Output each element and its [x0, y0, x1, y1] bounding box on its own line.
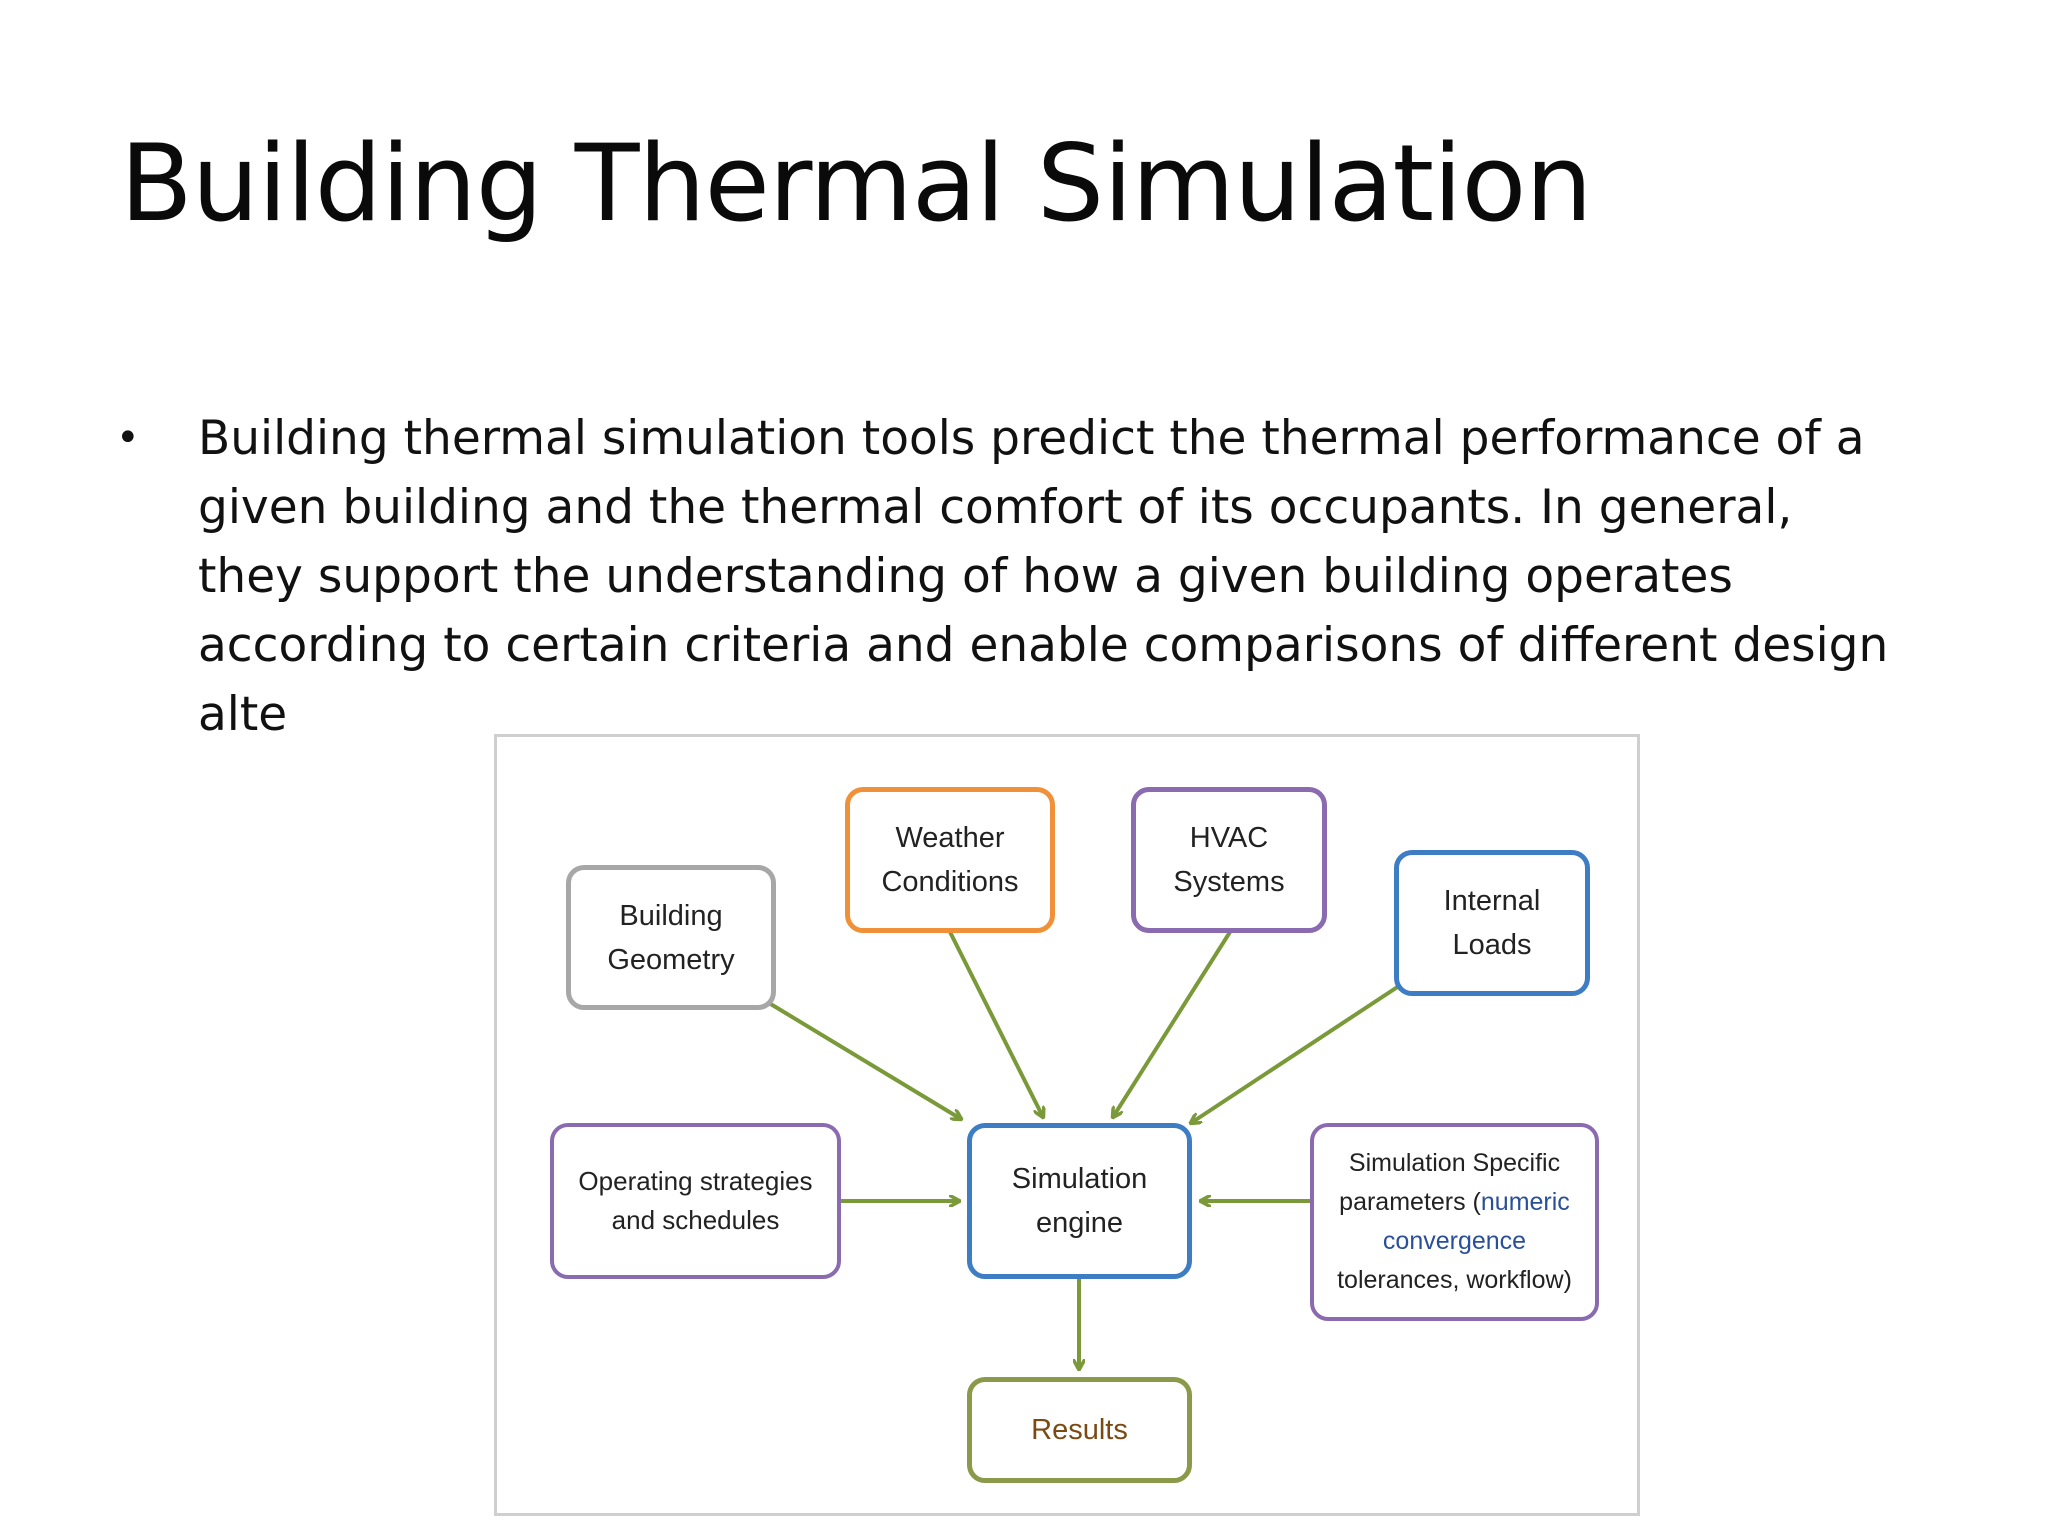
node-label-highlight: convergence — [1382, 1227, 1527, 1255]
node-hvac-systems: HVAC Systems — [1131, 787, 1327, 933]
bullet-list: • Building thermal simulation tools pred… — [116, 404, 1888, 744]
node-label-highlight: numeric — [1480, 1188, 1570, 1216]
node-label: Simulation — [1011, 1163, 1148, 1195]
node-label-line: parameters (numeric — [1339, 1183, 1570, 1222]
node-building-geometry: Building Geometry — [566, 865, 776, 1010]
node-label: parameters ( — [1339, 1188, 1481, 1216]
node-label: and schedules — [611, 1205, 780, 1235]
node-label: HVAC — [1189, 822, 1269, 854]
node-label: tolerances, workflow) — [1337, 1266, 1572, 1294]
node-label: Simulation Specific — [1348, 1149, 1561, 1177]
node-label: Weather — [895, 822, 1005, 854]
arrow-weather-to-engine — [948, 931, 1043, 1117]
node-operating-strategies: Operating strategies and schedules — [550, 1123, 841, 1279]
slide-title: Building Thermal Simulation — [120, 122, 1593, 245]
arrow-hvac-to-engine — [1113, 930, 1232, 1117]
node-label: Operating strategies — [578, 1166, 813, 1196]
node-label: Geometry — [607, 943, 735, 976]
node-label: Conditions — [881, 866, 1019, 898]
diagram-arrows — [767, 930, 1407, 1513]
node-label: Building — [619, 899, 723, 932]
node-label: Systems — [1173, 866, 1285, 898]
arrow-internal-to-engine — [1191, 980, 1407, 1123]
bullet-text: Building thermal simulation tools predic… — [198, 411, 1889, 742]
node-label: Internal — [1443, 885, 1541, 917]
node-weather-conditions: Weather Conditions — [845, 787, 1055, 933]
node-internal-loads: Internal Loads — [1394, 850, 1590, 996]
node-label: Loads — [1452, 929, 1532, 961]
simulation-diagram: Building Geometry Weather Conditions HVA… — [494, 734, 1640, 1516]
node-label: Results — [1031, 1414, 1128, 1446]
node-label: engine — [1035, 1207, 1124, 1239]
node-simulation-parameters: Simulation Specific parameters (numeric … — [1310, 1123, 1599, 1321]
arrow-geometry-to-engine — [767, 1001, 961, 1119]
node-results: Results — [967, 1377, 1192, 1483]
node-simulation-engine: Simulation engine — [967, 1123, 1192, 1279]
bullet-marker: • — [116, 415, 140, 461]
